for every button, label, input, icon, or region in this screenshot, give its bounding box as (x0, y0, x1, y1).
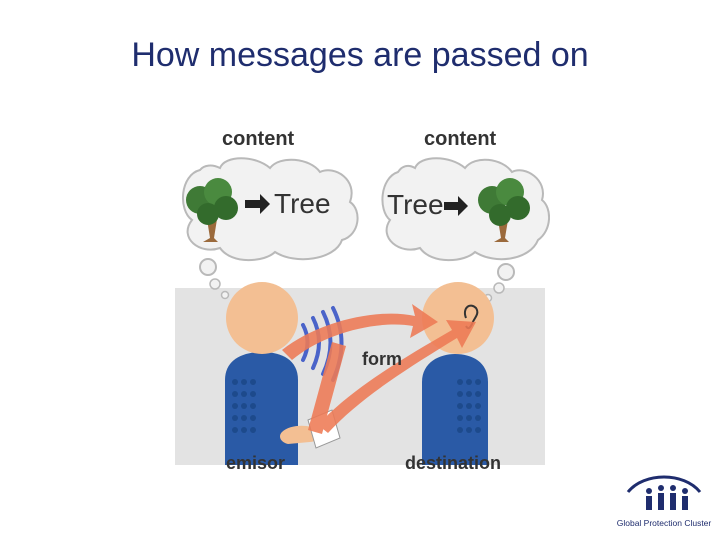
global-protection-cluster-logo: Global Protection Cluster (617, 475, 712, 528)
emitter-person (225, 282, 341, 465)
logo-arc (626, 475, 702, 494)
slide-title: How messages are passed on (131, 36, 589, 74)
right-content-heading: content (424, 128, 497, 150)
thought-dot-small (220, 290, 230, 300)
shirt-dots (232, 379, 256, 433)
tree-icon (186, 178, 238, 242)
thought-dot-medium (493, 282, 505, 294)
thought-dot-medium (209, 278, 221, 290)
shirt-dots (457, 379, 481, 433)
logo-figures (646, 485, 688, 510)
right-tree-word: Tree (387, 189, 444, 220)
arc-arrow (282, 304, 438, 360)
emitter-label: emisor (226, 453, 285, 473)
thought-dot-large (199, 258, 217, 276)
thought-dot-large (497, 263, 515, 281)
communication-diagram: Tree content Tree content (175, 128, 550, 473)
arrow-right-icon (444, 196, 468, 216)
receiver-body (422, 354, 488, 465)
right-thought-bubble: Tree content (381, 128, 550, 303)
logo-text: Global Protection Cluster (617, 518, 712, 528)
form-label: form (362, 349, 402, 369)
receiver-head (422, 282, 494, 354)
left-tree-word: Tree (274, 188, 331, 219)
paper-arrow (308, 342, 346, 434)
diagonal-arrow (318, 320, 476, 433)
tree-icon (478, 178, 530, 242)
left-thought-bubble: Tree content (181, 128, 359, 300)
left-content-heading: content (222, 128, 295, 150)
message-arrows (282, 304, 476, 434)
receiver-label: destination (405, 453, 501, 473)
arrow-right-icon (245, 194, 270, 214)
emitter-head (226, 282, 298, 354)
receiver-person (422, 282, 494, 465)
